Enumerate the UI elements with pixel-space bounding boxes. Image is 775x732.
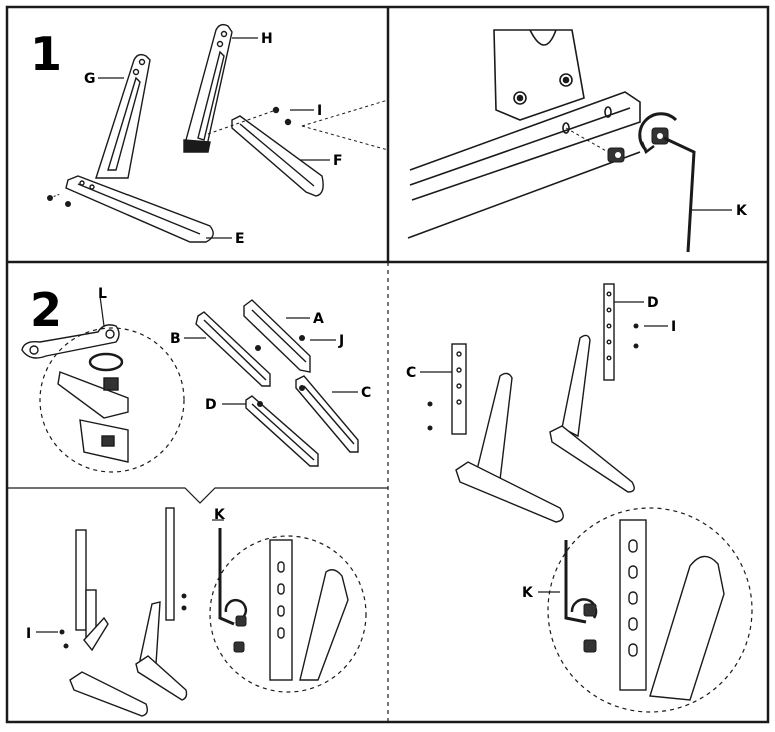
screw-icon — [233, 615, 247, 653]
label-j: J — [338, 333, 344, 349]
hex-key-k — [218, 528, 235, 626]
alignment-guide — [207, 99, 389, 151]
label-i: I — [26, 626, 31, 642]
leader-lines — [420, 301, 668, 373]
label-e: E — [235, 231, 245, 247]
step-number-1: 1 — [30, 27, 62, 81]
label-h: H — [261, 31, 273, 47]
rail-c — [295, 375, 359, 453]
label-c: C — [406, 365, 416, 381]
screw-icon — [565, 127, 625, 163]
wrench-l — [21, 324, 120, 359]
stand-assembly-left — [69, 529, 149, 717]
label-d: D — [647, 295, 659, 311]
screw-icon — [651, 127, 669, 145]
rail-c-upright — [451, 343, 467, 435]
label-f: F — [333, 153, 343, 169]
rail-d — [245, 395, 319, 467]
label-k: K — [522, 585, 534, 601]
leader-lines — [98, 37, 330, 239]
screw-icon — [583, 603, 597, 653]
rotate-arrow-icon — [224, 599, 248, 617]
part-h-upright — [183, 23, 233, 153]
screw-icon — [59, 593, 187, 649]
label-b: B — [170, 331, 181, 347]
zoom-base-rail — [407, 91, 641, 239]
rotate-arrow-icon — [88, 352, 124, 372]
hex-key-k — [663, 136, 696, 253]
label-a: A — [313, 311, 324, 327]
part-f-foot — [231, 115, 324, 197]
label-k: K — [214, 507, 226, 523]
step-number-2: 2 — [30, 283, 62, 337]
leader-lines — [184, 317, 358, 405]
label-i: I — [317, 103, 322, 119]
zoom-rail — [619, 519, 725, 701]
screw-icon — [255, 335, 305, 407]
zoom-circle — [39, 327, 185, 473]
rail-d-upright — [603, 283, 615, 381]
zoom-bracket — [57, 371, 129, 463]
label-l: L — [98, 286, 107, 302]
upright-g-assembly — [455, 372, 564, 523]
screw-icon — [47, 193, 71, 207]
rail-a — [243, 299, 311, 373]
rotate-arrow-icon — [638, 112, 678, 154]
label-c: C — [361, 385, 371, 401]
label-d: D — [205, 397, 217, 413]
part-g-upright — [95, 53, 151, 179]
label-g: G — [84, 71, 96, 87]
zoom-circle — [209, 535, 367, 693]
screw-icon — [272, 106, 292, 126]
rail-b — [195, 311, 271, 387]
screw-icon — [427, 323, 639, 431]
label-i: I — [671, 319, 676, 335]
part-e-base — [65, 175, 214, 243]
label-k: K — [736, 203, 748, 219]
zoom-upright — [493, 29, 585, 121]
stand-assembly-right — [135, 507, 188, 701]
zoom-rail — [269, 539, 349, 681]
upright-h-assembly — [549, 334, 635, 493]
panel-frame — [5, 5, 770, 724]
hex-key-k — [564, 540, 587, 624]
zoom-circle — [547, 507, 753, 713]
